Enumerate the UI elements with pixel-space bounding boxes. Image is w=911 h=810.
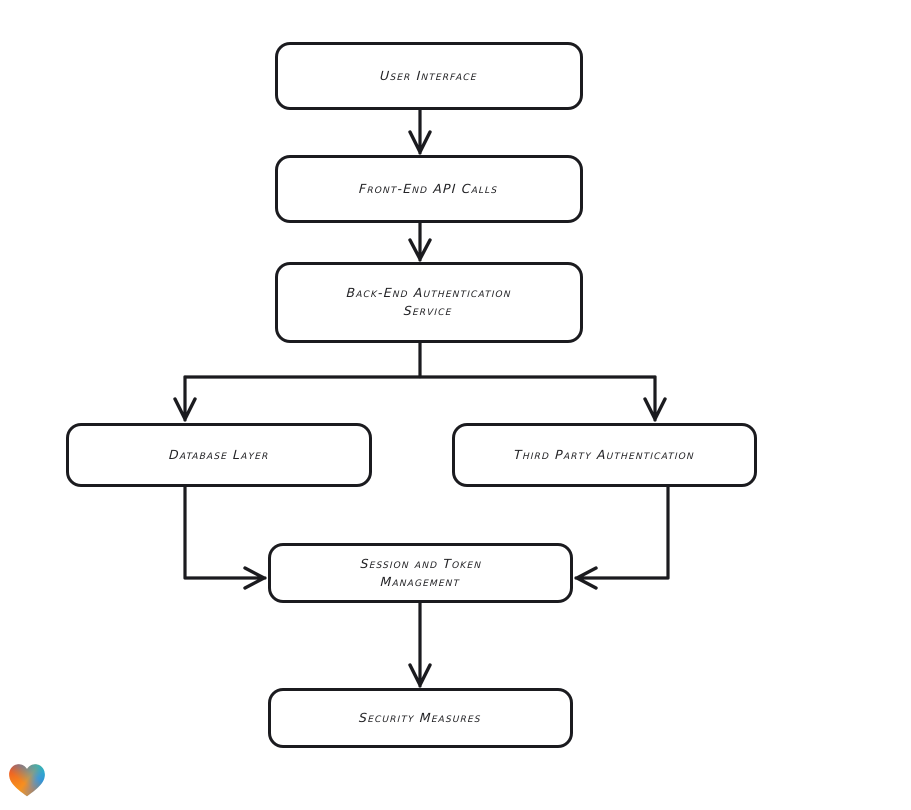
edge-frontend-api-to-backend-auth [408,221,432,262]
node-database-layer[interactable]: Database Layer [66,423,372,487]
edge-session-token-to-security-measures [408,601,432,688]
edge-branch-to-third-party-auth [643,375,667,422]
edge-third-party-auth-to-session-token [574,485,670,590]
edge-user-interface-to-frontend-api [408,108,432,155]
node-security-measures[interactable]: Security Measures [268,688,573,748]
node-database-layer-label: Database Layer [168,446,270,462]
node-session-and-token-management-label: Session and Token Management [359,555,483,589]
node-backend-authentication-service-label: Back-End Authentication Service [346,285,513,319]
node-frontend-api-calls[interactable]: Front-End API Calls [275,155,583,223]
edge-branch-to-database-layer [173,375,197,422]
node-third-party-authentication[interactable]: Third Party Authentication [452,423,757,487]
node-user-interface-label: User Interface [379,67,479,83]
node-third-party-authentication-label: Third Party Authentication [513,446,696,462]
node-user-interface[interactable]: User Interface [275,42,583,110]
edge-database-layer-to-session-token [183,485,267,590]
node-backend-authentication-service[interactable]: Back-End Authentication Service [275,262,583,343]
heart-icon [9,764,45,797]
node-session-and-token-management[interactable]: Session and Token Management [268,543,573,603]
node-frontend-api-calls-label: Front-End API Calls [359,180,499,196]
node-security-measures-label: Security Measures [358,709,483,725]
